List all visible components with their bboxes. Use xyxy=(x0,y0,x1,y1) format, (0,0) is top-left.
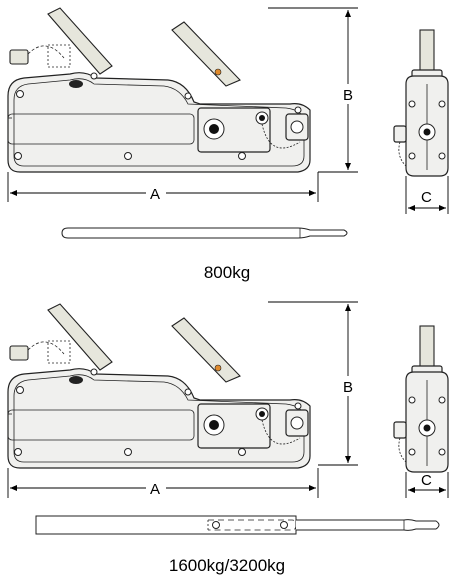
dimension-c-label: C xyxy=(421,472,432,489)
dimension-b-label: B xyxy=(343,379,353,396)
panel-800kg: B A C 800kg xyxy=(7,7,449,282)
lever-bar xyxy=(35,515,440,535)
dimension-a-label: A xyxy=(150,481,160,498)
hoist-side-view xyxy=(7,7,311,173)
lever-bar xyxy=(61,227,348,239)
dimension-b-label: B xyxy=(343,87,353,104)
hoist-front-view xyxy=(393,29,449,177)
panel-1600kg-3200kg: B A C 1600kg/3200kg xyxy=(7,301,449,575)
model-caption: 800kg xyxy=(204,263,250,282)
dimension-a-label: A xyxy=(150,186,160,203)
hoist-side-view xyxy=(7,303,311,469)
dimension-c-label: C xyxy=(421,189,432,206)
hoist-front-view xyxy=(393,325,449,473)
model-caption: 1600kg/3200kg xyxy=(169,556,285,575)
